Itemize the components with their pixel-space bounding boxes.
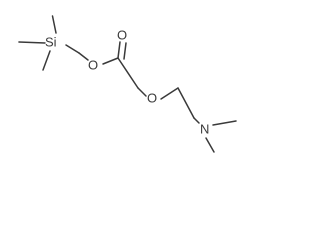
bond-nitrogen-methyl-down bbox=[205, 137, 215, 153]
bond-carbonyl-double-1 bbox=[117, 41, 121, 59]
bond-ch2-ether-oxygen bbox=[137, 87, 147, 97]
bond-si-methyl-left bbox=[18, 41, 46, 44]
atom-label-nitrogen: N bbox=[200, 121, 209, 136]
atom-label-ester-oxygen: O bbox=[88, 57, 98, 72]
atom-label-carbonyl-oxygen: O bbox=[117, 27, 127, 42]
bond-ch2-ester-oxygen bbox=[78, 52, 89, 61]
bond-ether-oxygen-ch2 bbox=[160, 87, 179, 100]
bond-ester-oxygen-carbonyl bbox=[102, 57, 119, 65]
chemical-structure: Si O O O N bbox=[18, 15, 237, 153]
bond-carbonyl-double-2 bbox=[123, 42, 127, 60]
bond-ch2-nitrogen bbox=[193, 117, 200, 124]
bond-nitrogen-methyl-right bbox=[212, 120, 237, 126]
bond-carbonyl-ch2 bbox=[117, 57, 139, 89]
bond-ch2-ch2 bbox=[177, 87, 195, 119]
atom-label-silicon: Si bbox=[45, 34, 57, 49]
atom-label-ether-oxygen: O bbox=[147, 90, 157, 105]
bond-si-methyl-top bbox=[51, 15, 57, 34]
bond-si-methyl-bottom bbox=[42, 50, 51, 71]
bond-si-ch2 bbox=[65, 44, 80, 54]
